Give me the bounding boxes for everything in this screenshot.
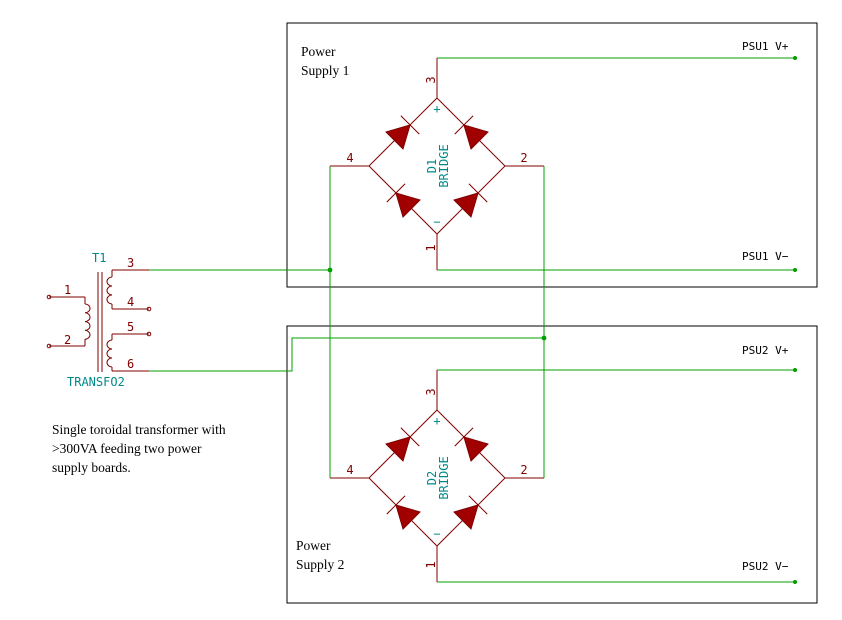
bridge-d1-pin1-number: 1 (424, 244, 438, 251)
bridge-rectifier-d1: + − D1 BRIDGE 3 1 4 2 (330, 58, 544, 270)
wire-t1-pin6 (149, 337, 544, 372)
psu2-vminus-terminal (793, 580, 797, 584)
power-supply-board-2: Power Supply 2 + (286, 325, 818, 604)
bridge-d1-pin4-number: 4 (346, 151, 353, 165)
bridge-d2-pin2-number: 2 (520, 463, 527, 477)
psu1-vminus-terminal (793, 268, 797, 272)
diode-icon (453, 495, 488, 530)
primary-winding (84, 303, 91, 340)
diode-icon (453, 183, 488, 218)
psu2-vminus-label: PSU2 V− (742, 560, 789, 573)
bridge-d1-value: BRIDGE (437, 144, 451, 187)
bridge-d2-plus-sign: + (433, 414, 440, 428)
board-2-title-line1: Power (296, 538, 331, 553)
bridge-d1-minus-sign: − (433, 215, 440, 229)
psu1-vplus-terminal (793, 56, 797, 60)
design-note: Single toroidal transformer with >300VA … (52, 422, 226, 475)
diode-icon (386, 183, 421, 218)
transformer-reference: T1 (92, 251, 106, 265)
note-line-1: Single toroidal transformer with (52, 422, 226, 437)
bridge-d2-value: BRIDGE (437, 456, 451, 499)
board-1-outline (286, 22, 818, 288)
transformer-pin1-number: 1 (64, 283, 71, 297)
secondary-winding-1 (106, 276, 113, 305)
diode-icon (385, 427, 420, 462)
secondary-winding-2 (106, 339, 113, 368)
diode-icon (454, 427, 489, 462)
transformer-t1: T1 TRANSFO2 1 2 3 4 5 6 (46, 251, 152, 389)
note-line-2: >300VA feeding two power (52, 441, 202, 456)
bridge-d1-plus-sign: + (433, 102, 440, 116)
psu1-vplus-label: PSU1 V+ (742, 40, 789, 53)
transformer-pin2-number: 2 (64, 333, 71, 347)
diode-icon (386, 495, 421, 530)
transformer-pin3-number: 3 (127, 256, 134, 270)
board-2-outline (286, 325, 818, 604)
bridge-d2-pin4-number: 4 (346, 463, 353, 477)
bridge-d1-pin2-number: 2 (520, 151, 527, 165)
psu2-vplus-label: PSU2 V+ (742, 344, 789, 357)
bridge-d2-minus-sign: − (433, 527, 440, 541)
psu2-vplus-terminal (793, 368, 797, 372)
board-1-title-line1: Power (301, 44, 336, 59)
psu1-vminus-label: PSU1 V− (742, 250, 789, 263)
bridge-d2-reference: D2 (425, 471, 439, 485)
bridge-d2-pin1-number: 1 (424, 561, 438, 568)
transformer-value: TRANSFO2 (67, 375, 125, 389)
bridge-d1-reference: D1 (425, 159, 439, 173)
diode-icon (385, 115, 420, 150)
transformer-pin6-number: 6 (127, 357, 134, 371)
bridge-d2-pin3-number: 3 (424, 388, 438, 395)
note-line-3: supply boards. (52, 460, 131, 475)
transformer-pin5-number: 5 (127, 320, 134, 334)
bridge-d1-pin3-number: 3 (424, 76, 438, 83)
junction-dot (327, 267, 333, 273)
transformer-pin4-number: 4 (127, 295, 134, 309)
board-2-title-line2: Supply 2 (296, 557, 344, 572)
junction-dot (541, 335, 547, 341)
interconnect-wiring (149, 166, 547, 478)
diode-icon (454, 115, 489, 150)
power-supply-board-1: Power Supply 1 (286, 22, 818, 288)
board-1-title-line2: Supply 1 (301, 63, 349, 78)
bridge-rectifier-d2: + − D2 BRIDGE 3 1 4 2 (330, 370, 544, 582)
